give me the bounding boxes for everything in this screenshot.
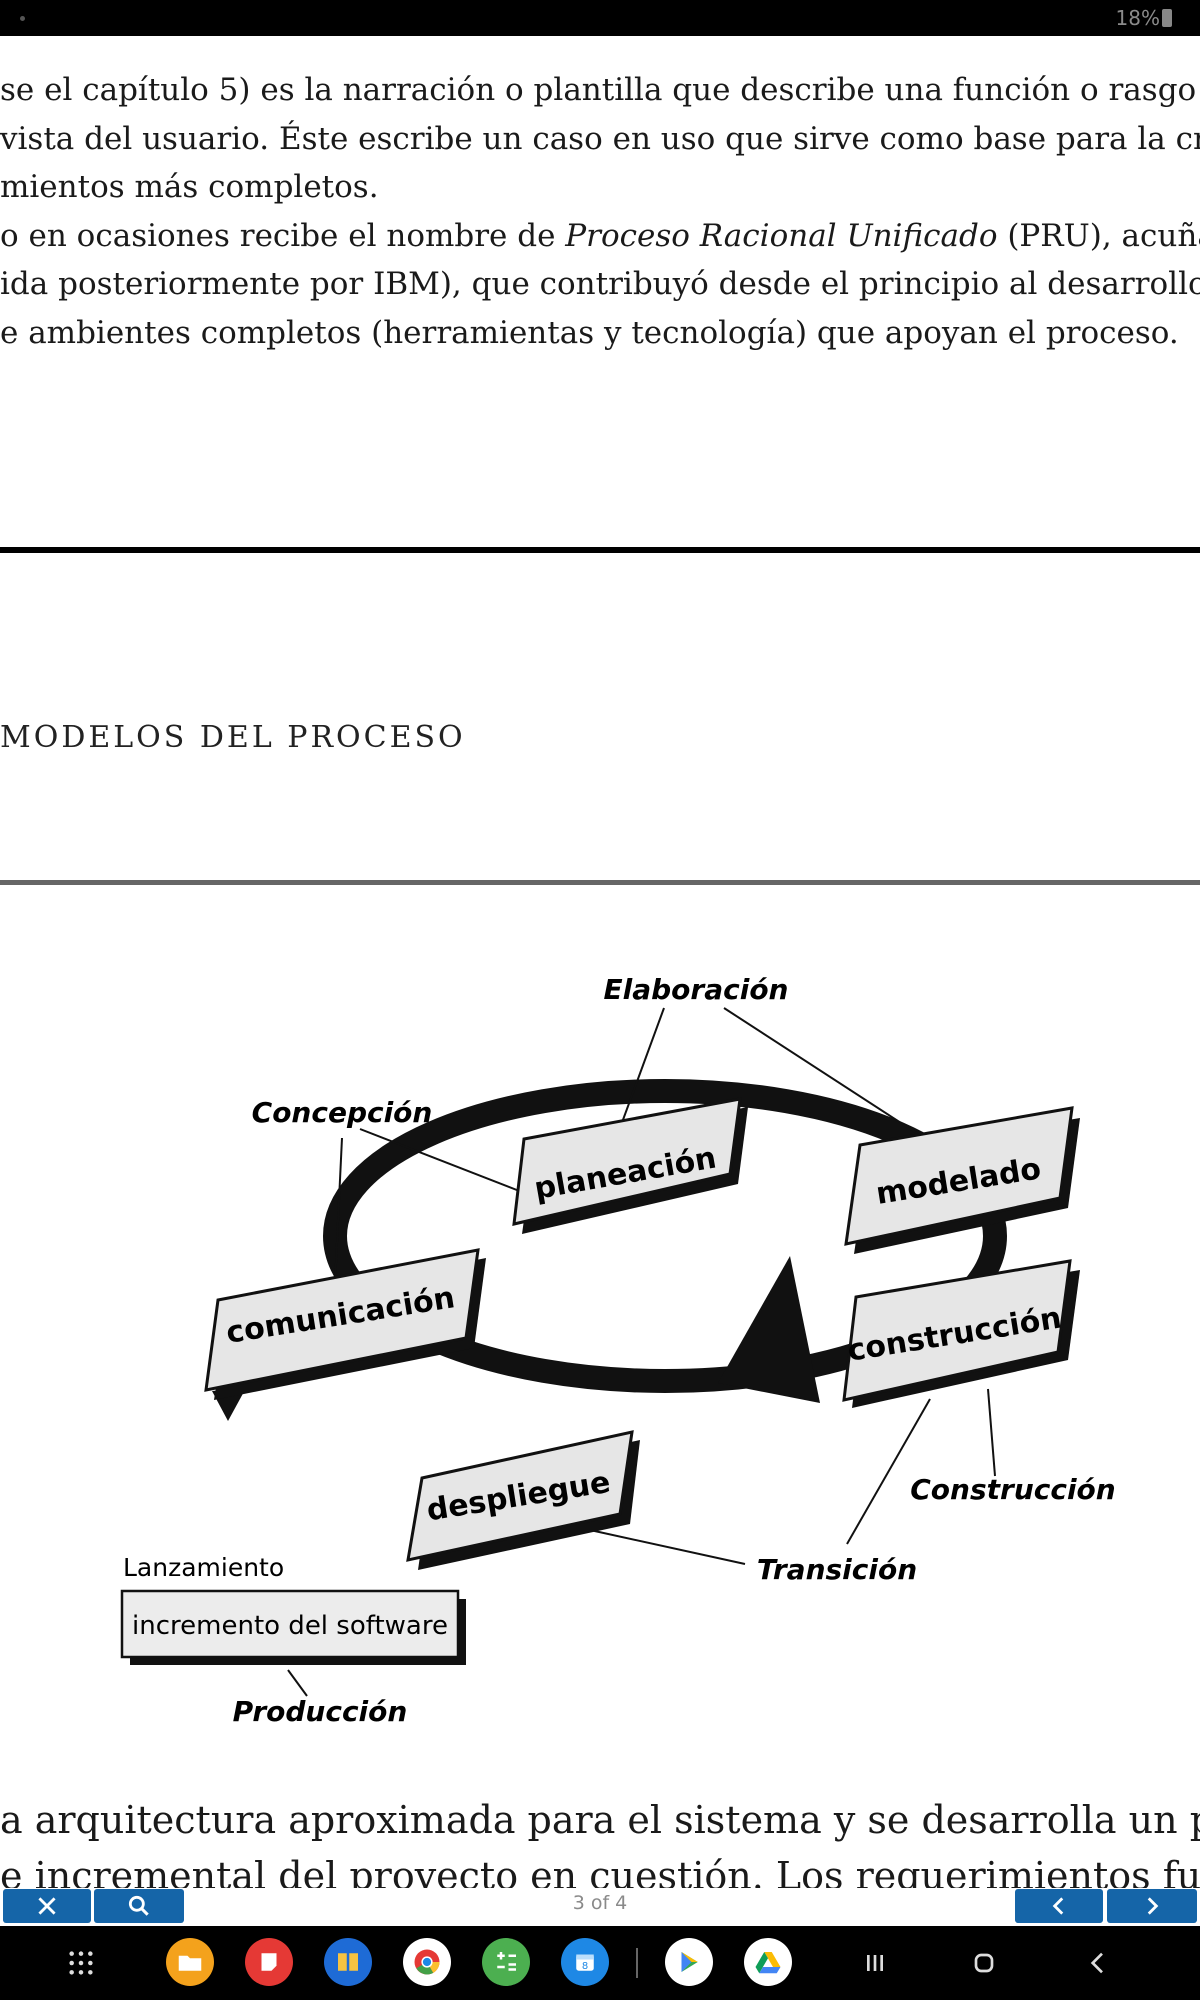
text-line: a arquitectura aproximada para el sistem… [0, 1798, 1200, 1842]
taskbar-divider [636, 1948, 638, 1978]
text-line: se el capítulo 5) es la narración o plan… [0, 72, 1200, 108]
calendar-app-button[interactable]: 8 [561, 1938, 609, 1986]
activity-planeacion: planeación [512, 1097, 748, 1234]
text-line: o en ocasiones recibe el nombre de Proce… [0, 212, 1200, 261]
recents-icon [867, 1955, 883, 1971]
back-button[interactable] [1076, 1942, 1120, 1984]
drive-icon [755, 1952, 781, 1974]
text-line-tail: (PRU), acuñado [1007, 217, 1200, 254]
app-grid-icon [69, 1951, 93, 1975]
paragraph-top: se el capítulo 5) es la narración o plan… [0, 66, 1200, 357]
chrome-icon [414, 1949, 440, 1975]
italic-term: Proceso Racional Unificado [565, 217, 998, 254]
notification-dot-icon [20, 16, 25, 21]
notes-app-button[interactable] [245, 1938, 293, 1986]
increment-box: incremento del software [120, 1589, 466, 1665]
chevron-left-icon [1052, 1897, 1064, 1915]
text-line-head: o en ocasiones recibe el nombre de [0, 217, 566, 254]
chapter-header: MODELOS DEL PROCESO [0, 720, 466, 755]
battery-icon [1162, 9, 1172, 27]
close-button[interactable] [3, 1889, 91, 1923]
chrome-app-button[interactable] [403, 1938, 451, 1986]
phase-concepcion: Concepción [252, 1096, 433, 1129]
note-icon [261, 1953, 277, 1971]
page-break-rule [0, 547, 1200, 553]
increment-label: incremento del software [132, 1611, 448, 1641]
phase-elaboracion: Elaboración [604, 973, 789, 1006]
recent-apps-button[interactable] [853, 1942, 897, 1984]
phase-transicion: Transición [757, 1553, 917, 1586]
text-line: ida posteriormente por IBM), que contrib… [0, 266, 1200, 302]
status-bar: 18% [0, 0, 1200, 36]
close-icon [38, 1897, 56, 1915]
drive-app-button[interactable] [744, 1938, 792, 1986]
reader-toolbar: 3 of 4 [0, 1888, 1200, 1926]
document-page[interactable]: se el capítulo 5) es la narración o plan… [0, 36, 1200, 1926]
chevron-right-icon [1147, 1897, 1159, 1915]
previous-page-button[interactable] [1015, 1889, 1103, 1923]
text-line: e ambientes completos (herramientas y te… [0, 314, 1179, 351]
unified-process-diagram: comunicación planeación modelado constru… [120, 973, 1116, 1728]
home-icon [974, 1953, 994, 1973]
activity-construccion: construcción [842, 1259, 1080, 1408]
release-label: Lanzamiento [123, 1553, 284, 1582]
phase-produccion: Producción [233, 1695, 408, 1728]
reader-app-button[interactable] [324, 1938, 372, 1986]
cycle-ring [323, 1079, 1007, 1393]
play-store-icon [681, 1952, 698, 1972]
header-rule [0, 880, 1200, 885]
battery-indicator: 18% [1116, 6, 1172, 30]
next-page-button[interactable] [1107, 1889, 1197, 1923]
cycle-arrowhead [718, 1256, 820, 1403]
book-icon [338, 1953, 358, 1971]
text-line: mientos más completos. [0, 169, 379, 205]
calculator-app-button[interactable] [482, 1938, 530, 1986]
folder-icon [178, 1955, 202, 1971]
battery-level: 18% [1115, 6, 1160, 30]
phase-construccion: Construcción [910, 1473, 1115, 1506]
calendar-icon: 8 [576, 1954, 594, 1972]
calculator-icon [497, 1952, 516, 1971]
search-icon [128, 1895, 149, 1916]
search-button[interactable] [94, 1889, 184, 1923]
page-indicator: 3 of 4 [572, 1892, 628, 1914]
back-icon [1090, 1952, 1103, 1974]
text-line: vista del usuario. Éste escribe un caso … [0, 120, 1200, 157]
svg-text:8: 8 [582, 1961, 588, 1972]
files-app-button[interactable] [166, 1938, 214, 1986]
app-drawer-button[interactable] [59, 1942, 103, 1984]
system-taskbar: 8 [0, 1926, 1200, 2000]
activity-comunicacion: comunicación [204, 1248, 486, 1400]
activity-despliegue: despliegue [406, 1430, 640, 1570]
activity-modelado: modelado [844, 1106, 1080, 1254]
home-button[interactable] [962, 1942, 1006, 1984]
play-store-app-button[interactable] [665, 1938, 713, 1986]
leader-lines [287, 1007, 996, 1697]
